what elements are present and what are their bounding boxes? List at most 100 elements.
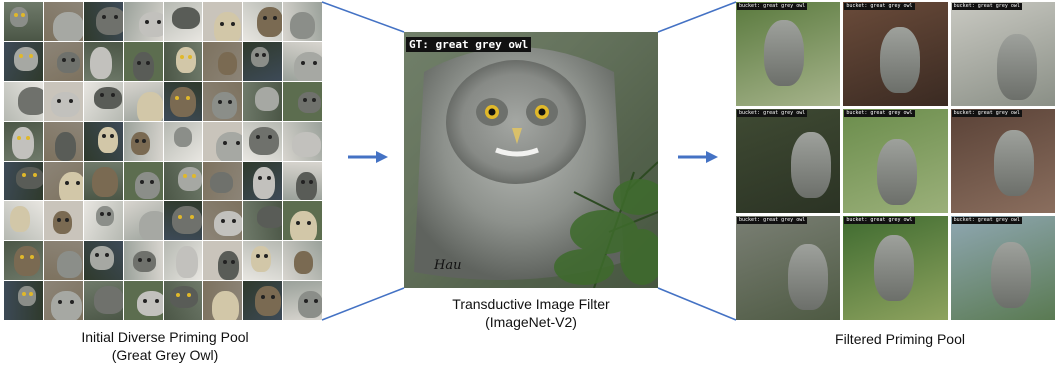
priming-pool-thumbnail — [203, 2, 243, 41]
owl-eye — [312, 98, 317, 103]
owl-shape — [788, 244, 828, 310]
priming-pool-thumbnail — [4, 81, 43, 121]
priming-pool-thumbnail — [43, 2, 83, 41]
owl-eye — [111, 93, 116, 98]
priming-pool-thumbnail — [83, 161, 123, 201]
owl-shape — [89, 246, 114, 271]
owl-shape — [132, 251, 156, 273]
owl-shape — [218, 251, 240, 281]
priming-pool-thumbnail — [243, 41, 283, 81]
owl-eye — [68, 99, 73, 104]
owl-eye — [231, 259, 236, 264]
owl-shape — [136, 91, 163, 121]
filtered-tile-label: bucket: great grey owl — [951, 110, 1022, 117]
owl-eye — [235, 140, 240, 145]
owl-eye — [19, 54, 24, 59]
owl-shape — [171, 206, 202, 235]
owl-eye — [137, 60, 142, 65]
owl-eye — [300, 61, 305, 66]
owl-eye — [28, 54, 33, 59]
priming-pool-thumbnail — [203, 121, 243, 161]
owl-shape — [216, 131, 243, 161]
priming-pool-thumbnail — [283, 241, 322, 281]
priming-pool-thumbnail — [203, 281, 243, 320]
owl-eye — [64, 181, 69, 186]
priming-pool-thumbnail — [83, 121, 123, 161]
owl-eye — [75, 181, 80, 186]
owl-shape — [10, 7, 28, 27]
owl-shape — [993, 130, 1034, 196]
priming-pool-thumbnail — [283, 201, 322, 241]
priming-pool-caption-line1: Initial Diverse Priming Pool — [81, 329, 249, 345]
owl-shape — [764, 20, 804, 86]
owl-eye — [29, 292, 34, 297]
owl-eye — [192, 173, 197, 178]
owl-shape — [791, 132, 831, 198]
priming-pool-grid — [4, 2, 322, 320]
owl-shape — [212, 291, 240, 320]
owl-eye — [266, 176, 271, 181]
owl-eye — [260, 295, 265, 300]
owl-eye — [313, 299, 318, 304]
owl-shape — [95, 7, 123, 35]
owl-eye — [232, 218, 237, 223]
owl-eye — [186, 292, 191, 297]
priming-pool-thumbnail — [163, 201, 203, 241]
priming-pool-thumbnail — [283, 161, 322, 201]
owl-eye — [156, 19, 161, 24]
filtered-pool-thumbnail: bucket: great grey owl — [843, 109, 948, 213]
owl-eye — [263, 254, 268, 259]
priming-pool-thumbnail — [43, 281, 83, 320]
owl-shape — [294, 51, 322, 81]
connector-line-top-right — [657, 1, 737, 33]
priming-pool-thumbnail — [123, 121, 163, 161]
owl-eye — [57, 99, 62, 104]
owl-shape — [251, 46, 270, 67]
owl-eye — [106, 212, 111, 217]
priming-pool-thumbnail — [83, 81, 123, 121]
owl-shape — [56, 51, 80, 73]
owl-eye — [300, 180, 305, 185]
owl-shape — [132, 51, 154, 81]
owl-eye — [313, 61, 318, 66]
priming-pool-thumbnail — [83, 241, 123, 281]
filtered-pool-thumbnail: bucket: great grey owl — [736, 216, 841, 320]
priming-pool-thumbnail — [4, 41, 43, 81]
priming-pool-thumbnail — [83, 41, 123, 81]
filtered-pool-thumbnail: bucket: great grey owl — [950, 216, 1055, 320]
owl-shape — [175, 246, 198, 279]
owl-shape — [50, 291, 82, 320]
owl-shape — [171, 7, 200, 29]
owl-eye — [303, 299, 308, 304]
priming-pool-thumbnail — [283, 41, 322, 81]
owl-shape — [298, 91, 322, 113]
owl-eye — [22, 173, 27, 178]
arrow-left-to-center — [348, 151, 388, 163]
owl-shape — [16, 166, 43, 189]
owl-eye — [114, 15, 119, 20]
owl-eye — [220, 218, 225, 223]
owl-shape — [91, 166, 118, 197]
owl-shape — [257, 206, 283, 229]
priming-pool-thumbnail — [243, 2, 283, 41]
filtered-pool-thumbnail: bucket: great grey owl — [843, 2, 948, 106]
owl-eye — [25, 136, 30, 141]
owl-shape — [89, 46, 112, 79]
owl-eye — [71, 58, 76, 63]
priming-pool-thumbnail — [283, 81, 322, 121]
priming-pool-thumbnail — [163, 121, 203, 161]
connector-line-bottom-right — [657, 287, 737, 321]
owl-shape — [255, 86, 280, 111]
owl-photo — [404, 32, 658, 288]
priming-pool-thumbnail — [203, 81, 243, 121]
owl-shape — [138, 211, 163, 241]
owl-shape — [296, 171, 318, 201]
owl-eye — [179, 54, 184, 59]
filtered-pool-thumbnail: bucket: great grey owl — [736, 109, 841, 213]
owl-shape — [12, 126, 34, 159]
priming-pool-thumbnail — [243, 81, 283, 121]
owl-eye — [220, 21, 225, 26]
owl-eye — [140, 179, 145, 184]
owl-shape — [177, 166, 202, 191]
owl-shape — [292, 131, 322, 157]
